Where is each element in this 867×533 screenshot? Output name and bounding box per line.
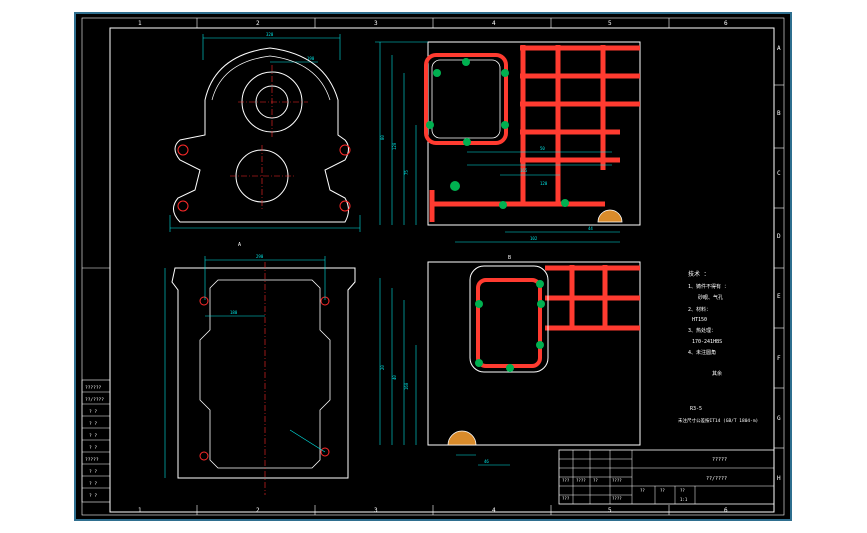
zone-bottom-5: 5	[608, 507, 612, 514]
zone-right-D: D	[777, 233, 781, 240]
zone-right-B: B	[777, 110, 781, 117]
zone-right-C: C	[777, 170, 781, 177]
roughness-label: 其余	[712, 370, 722, 377]
dim-top-width: 320	[266, 32, 274, 37]
left-table-cell-8: ? ?	[89, 469, 97, 475]
left-table: ?????? ??/???? ? ? ? ? ? ? ? ? ????? ? ?…	[81, 379, 111, 503]
dim-bottom-right-1: 20	[380, 365, 385, 370]
title-cell-9: ??	[680, 488, 685, 493]
zone-ticks	[82, 18, 784, 515]
zone-right-A: A	[777, 45, 781, 52]
canvas-background	[76, 14, 790, 519]
left-table-cell-10: ? ?	[89, 493, 97, 499]
zone-right-F: F	[777, 355, 781, 362]
left-table-cell-3: ? ?	[89, 409, 97, 415]
left-table-cell-5: ? ?	[89, 433, 97, 439]
zone-right-G: G	[777, 415, 781, 422]
notes-line-3: 2、材料：	[688, 306, 711, 313]
dim-top-radius: 190	[307, 56, 315, 61]
title-block-name: ?????	[712, 457, 727, 463]
zone-bottom-6: 6	[724, 507, 728, 514]
notes-heading: 技术 ：	[688, 270, 710, 278]
section-marker-A: A	[238, 242, 241, 248]
technical-notes: 技术 ： 1、铸件不得有 ： 砂眼、气孔 2、材料： HT150 3、热处理： …	[678, 270, 758, 424]
dim-right-2: 120	[392, 142, 397, 150]
dim-right-8: 120	[540, 181, 548, 186]
notes-line-5: 3、热处理：	[688, 327, 716, 334]
left-table-cell-1: ??????	[85, 385, 102, 391]
notes-line-1: 1、铸件不得有 ：	[688, 283, 729, 290]
dim-bottom-right-3: 160	[404, 382, 409, 390]
title-block-drawing-no: ??/????	[706, 476, 727, 482]
title-block: ????? ??/???? ??? ???? ?? ???? ??? ???? …	[558, 449, 775, 505]
zone-bottom-2: 2	[256, 507, 260, 514]
title-cell-6: ????	[612, 496, 622, 501]
zone-top-1: 1	[138, 20, 142, 27]
bottom-section-view: B 20 40 160 46	[379, 255, 641, 466]
zone-right-H: H	[777, 475, 781, 482]
title-cell-8: ??	[660, 488, 665, 493]
left-table-cell-4: ? ?	[89, 421, 97, 427]
title-cell-3: ??	[593, 478, 598, 483]
dim-right-5: 165	[520, 168, 528, 173]
left-table-cell-7: ?????	[85, 457, 99, 463]
zone-top-6: 6	[724, 20, 728, 27]
dim-right-6: 44	[588, 226, 593, 231]
zone-bottom-3: 3	[374, 507, 378, 514]
notes-line-4: HT150	[692, 317, 707, 323]
title-scale: 1:1	[680, 497, 688, 502]
notes-line-6: 170-241HBS	[692, 339, 722, 345]
zone-top-5: 5	[608, 20, 612, 27]
top-view: 290 180	[164, 254, 356, 495]
tolerance-note: 未注尺寸公差按IT14 (GB/T 1804-m)	[678, 417, 758, 424]
zone-right-E: E	[777, 293, 781, 300]
zone-bottom-1: 1	[138, 507, 142, 514]
dim-right-3: 75	[404, 170, 409, 175]
zone-top-3: 3	[374, 20, 378, 27]
side-section-view: 80 120 75 50 165 44 102 120	[375, 41, 641, 243]
dim-bottom-half: 180	[230, 310, 238, 315]
dim-bottom-right-4: 46	[484, 459, 489, 464]
dim-right-1: 80	[380, 135, 385, 140]
left-table-cell-6: ? ?	[89, 445, 97, 451]
dim-right-7: 102	[530, 236, 538, 241]
zone-top-4: 4	[492, 20, 496, 27]
dim-bottom-right-2: 40	[392, 375, 397, 380]
dim-right-4: 50	[540, 146, 545, 151]
left-table-cell-9: ? ?	[89, 481, 97, 487]
notes-line-8: R3-5	[690, 406, 702, 412]
title-cell-1: ???	[562, 478, 570, 483]
notes-line-7: 4、未注圆角	[688, 349, 716, 356]
zone-bottom-4: 4	[492, 507, 496, 514]
title-cell-4: ????	[612, 478, 622, 483]
title-cell-2: ????	[576, 478, 586, 483]
section-marker-B: B	[508, 255, 511, 261]
title-cell-7: ??	[640, 488, 645, 493]
title-cell-5: ???	[562, 496, 570, 501]
left-table-cell-2: ??/????	[85, 397, 104, 403]
front-view: 320 190 A	[169, 32, 361, 248]
dim-bottom-width: 290	[256, 254, 264, 259]
inner-frame	[109, 27, 775, 513]
notes-line-2: 砂眼、气孔	[698, 294, 723, 301]
zone-top-2: 2	[256, 20, 260, 27]
